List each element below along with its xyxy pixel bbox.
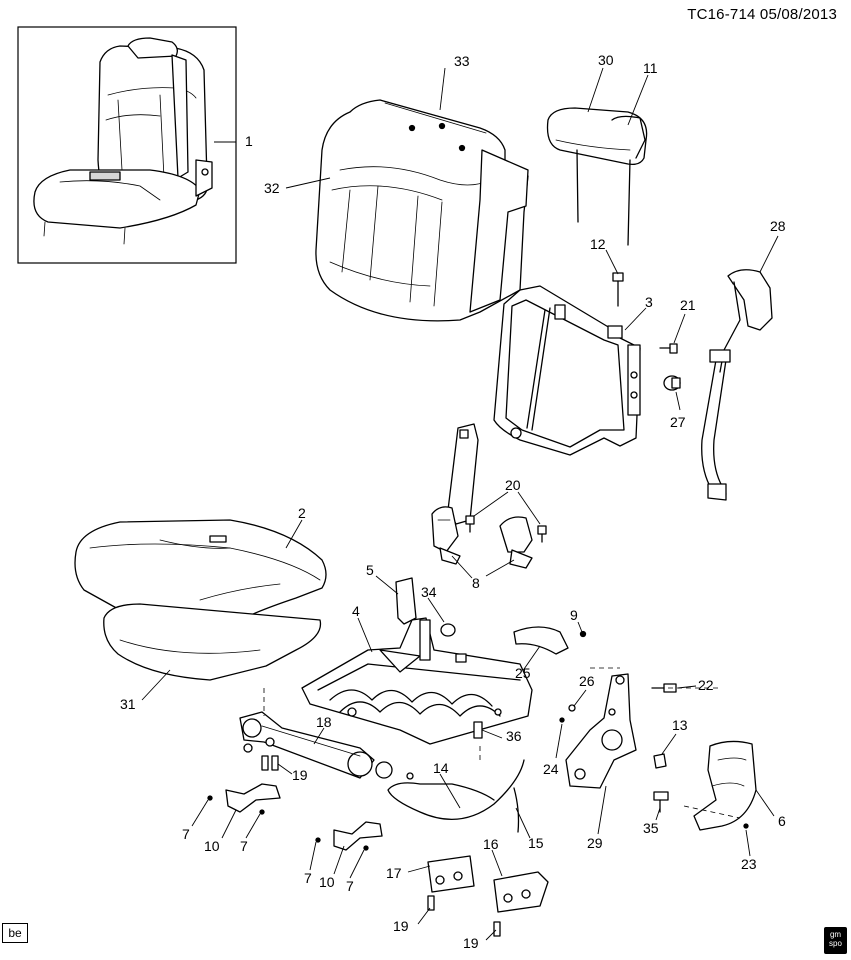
recliner-mechanism[interactable] — [565, 673, 637, 789]
callout-24[interactable]: 24 — [543, 761, 559, 777]
logo-line-2: spo — [829, 939, 842, 948]
callout-30[interactable]: 30 — [598, 52, 614, 68]
callout-28[interactable]: 28 — [770, 218, 786, 234]
seat-back-cushion[interactable] — [315, 99, 529, 322]
callout-1[interactable]: 1 — [245, 133, 253, 149]
callout-11[interactable]: 11 — [643, 60, 658, 76]
callout-29[interactable]: 29 — [587, 835, 603, 851]
callout-8[interactable]: 8 — [472, 575, 480, 591]
bolt-36[interactable] — [473, 721, 483, 739]
callout-34[interactable]: 34 — [421, 584, 437, 600]
side-shield[interactable] — [693, 740, 757, 831]
callout-13[interactable]: 13 — [672, 717, 688, 733]
callout-33[interactable]: 33 — [454, 53, 470, 69]
bolt-19-a[interactable] — [261, 755, 269, 771]
callout-32[interactable]: 32 — [264, 180, 280, 196]
callout-20[interactable]: 20 — [505, 477, 521, 493]
seat-bracket-left[interactable] — [207, 783, 281, 815]
callout-12[interactable]: 12 — [590, 236, 606, 252]
callout-15[interactable]: 15 — [528, 835, 544, 851]
seat-belt-buckle-left[interactable] — [431, 423, 479, 565]
gm-spo-logo: gm spo — [824, 927, 847, 954]
callout-31[interactable]: 31 — [120, 696, 136, 712]
diagram-header: TC16-714 05/08/2013 — [687, 6, 837, 23]
callout-7b[interactable]: 7 — [240, 838, 248, 854]
seat-adjuster-track[interactable] — [239, 711, 393, 779]
bolt-20-left[interactable] — [465, 515, 475, 533]
callout-27[interactable]: 27 — [670, 414, 686, 430]
corner-tag: be — [2, 923, 28, 943]
callout-26[interactable]: 26 — [579, 673, 595, 689]
bolt-19-b[interactable] — [271, 755, 279, 771]
callout-14[interactable]: 14 — [433, 760, 449, 776]
callout-6[interactable]: 6 — [778, 813, 786, 829]
bolt-35[interactable] — [653, 791, 669, 813]
release-cable[interactable] — [387, 759, 525, 833]
pin-24[interactable] — [559, 717, 565, 723]
callout-2[interactable]: 2 — [298, 505, 306, 521]
callout-10b[interactable]: 10 — [319, 874, 335, 890]
seat-back-frame[interactable] — [493, 285, 641, 456]
callout-4[interactable]: 4 — [352, 603, 360, 619]
seat-belt-buckle-right[interactable] — [499, 516, 533, 569]
headrest[interactable] — [546, 107, 648, 246]
seat-cushion-frame[interactable] — [301, 617, 533, 745]
seat-latch-16[interactable] — [493, 871, 549, 937]
inset-frame — [17, 26, 237, 264]
callout-3[interactable]: 3 — [645, 294, 653, 310]
belt-guide-clip[interactable] — [663, 375, 681, 391]
callout-16[interactable]: 16 — [483, 836, 499, 852]
diagram-code: TC16-714 — [687, 6, 756, 23]
callout-35[interactable]: 35 — [643, 820, 659, 836]
callout-7d[interactable]: 7 — [346, 878, 354, 894]
shoulder-belt-retractor[interactable] — [701, 269, 773, 501]
seat-cushion-pad[interactable] — [103, 603, 322, 681]
callout-36[interactable]: 36 — [506, 728, 522, 744]
headrest-guide[interactable] — [612, 272, 624, 307]
logo-line-1: gm — [829, 930, 842, 939]
callout-19b[interactable]: 19 — [393, 918, 409, 934]
seat-adjuster-cover[interactable] — [513, 626, 569, 655]
diagram-date: 05/08/2013 — [759, 6, 837, 23]
bolt-20-right[interactable] — [537, 525, 547, 543]
bolt-21[interactable] — [659, 343, 678, 354]
callout-5[interactable]: 5 — [366, 562, 374, 578]
complete-seat-assembly[interactable] — [33, 37, 213, 245]
callout-23[interactable]: 23 — [741, 856, 757, 872]
bolt-34[interactable] — [440, 623, 456, 637]
seat-side-trim[interactable] — [395, 577, 417, 625]
clip-13[interactable] — [653, 753, 667, 769]
screw-26[interactable] — [568, 704, 576, 712]
seat-bracket-right[interactable] — [315, 821, 383, 851]
callout-25[interactable]: 25 — [515, 665, 531, 681]
callout-7a[interactable]: 7 — [182, 826, 190, 842]
screw-9[interactable] — [579, 630, 587, 638]
callout-10a[interactable]: 10 — [204, 838, 220, 854]
callout-9[interactable]: 9 — [570, 607, 578, 623]
callout-19c[interactable]: 19 — [463, 935, 479, 951]
seat-latch-17[interactable] — [427, 855, 475, 911]
callout-21[interactable]: 21 — [680, 297, 696, 313]
callout-18[interactable]: 18 — [316, 714, 332, 730]
callout-22[interactable]: 22 — [698, 677, 714, 693]
callout-7c[interactable]: 7 — [304, 870, 312, 886]
callout-17[interactable]: 17 — [386, 865, 402, 881]
callout-19a[interactable]: 19 — [292, 767, 308, 783]
